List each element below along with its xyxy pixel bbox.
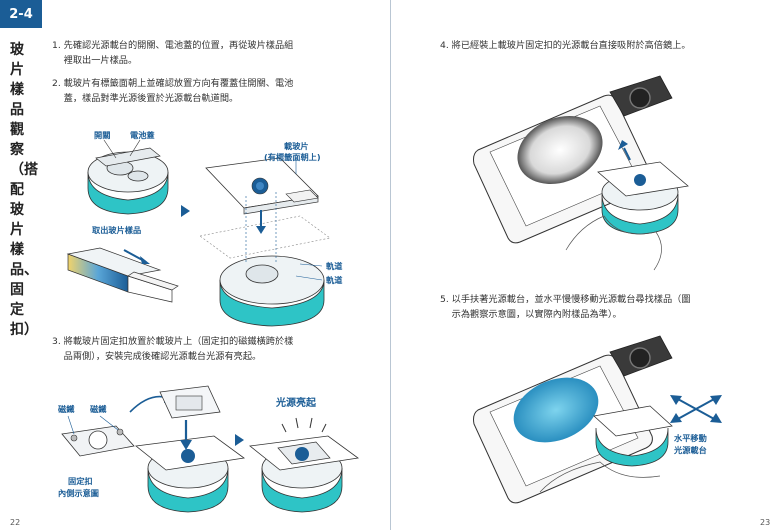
stage-with-clip-step3 [135, 420, 246, 513]
section-number-tab: 2-4 [0, 0, 42, 28]
label-switch: 開關 [94, 130, 111, 140]
label-move-2: 光源載台 [674, 445, 707, 455]
label-battery-cover: 電池蓋 [130, 130, 155, 140]
step-4-text: 4. 將已經裝上載玻片固定扣的光源載台直接吸附於高倍鏡上。 [440, 40, 691, 51]
phone-step5 [473, 335, 673, 504]
clip-inner-view [61, 393, 174, 457]
label-clip-inner: 內側示意圖 [58, 488, 99, 498]
label-light-on: 光源亮起 [276, 398, 316, 409]
step-3-text: 3. 將載玻片固定扣放置於載玻片上（固定扣的磁鐵橫跨於樣 品兩側），安裝完成後確… [52, 336, 294, 362]
label-rail-1: 軌道 [326, 261, 343, 271]
page-number-right: 23 [760, 518, 771, 527]
stage-lit [249, 417, 360, 513]
label-slide-note: (有標籤面朝上) [264, 152, 321, 162]
section-title: 玻片樣品觀察（搭配玻片樣品、固定扣） [10, 42, 38, 338]
next-step-arrow [181, 205, 190, 217]
step-1-text: 1. 先確認光源載台的開關、電池蓋的位置，再從玻片樣品組 裡取出一片樣品。 [52, 40, 294, 66]
clip-top-view [159, 385, 221, 419]
label-clip: 固定扣 [68, 476, 93, 486]
page-number-left: 22 [10, 518, 21, 527]
page-divider [390, 0, 391, 530]
step-2-text: 2. 載玻片有標籤面朝上並確認放置方向有覆蓋住開關、電池 蓋，樣品對準光源後置於… [52, 78, 294, 104]
sample-slide-pulled [66, 247, 179, 303]
phone-step4 [473, 75, 673, 244]
label-magnet-2: 磁鐵 [90, 404, 107, 414]
section-number: 2-4 [9, 6, 33, 22]
stage-hand-step4 [565, 140, 689, 271]
label-take-sample: 取出玻片樣品 [92, 225, 142, 235]
move-arrows-icon [670, 395, 722, 423]
slide-on-stage [199, 157, 331, 327]
next-step-arrow-2 [235, 434, 244, 446]
light-stage-top-view [87, 139, 169, 215]
label-move-1: 水平移動 [674, 433, 707, 443]
label-slide: 載玻片 [284, 141, 309, 151]
label-rail-2: 軌道 [326, 275, 343, 285]
label-magnet-1: 磁鐵 [58, 404, 75, 414]
step-5-text: 5. 以手扶著光源載台，並水平慢慢移動光源載台尋找樣品（圖 示為觀察示意圖，以實… [440, 294, 691, 320]
